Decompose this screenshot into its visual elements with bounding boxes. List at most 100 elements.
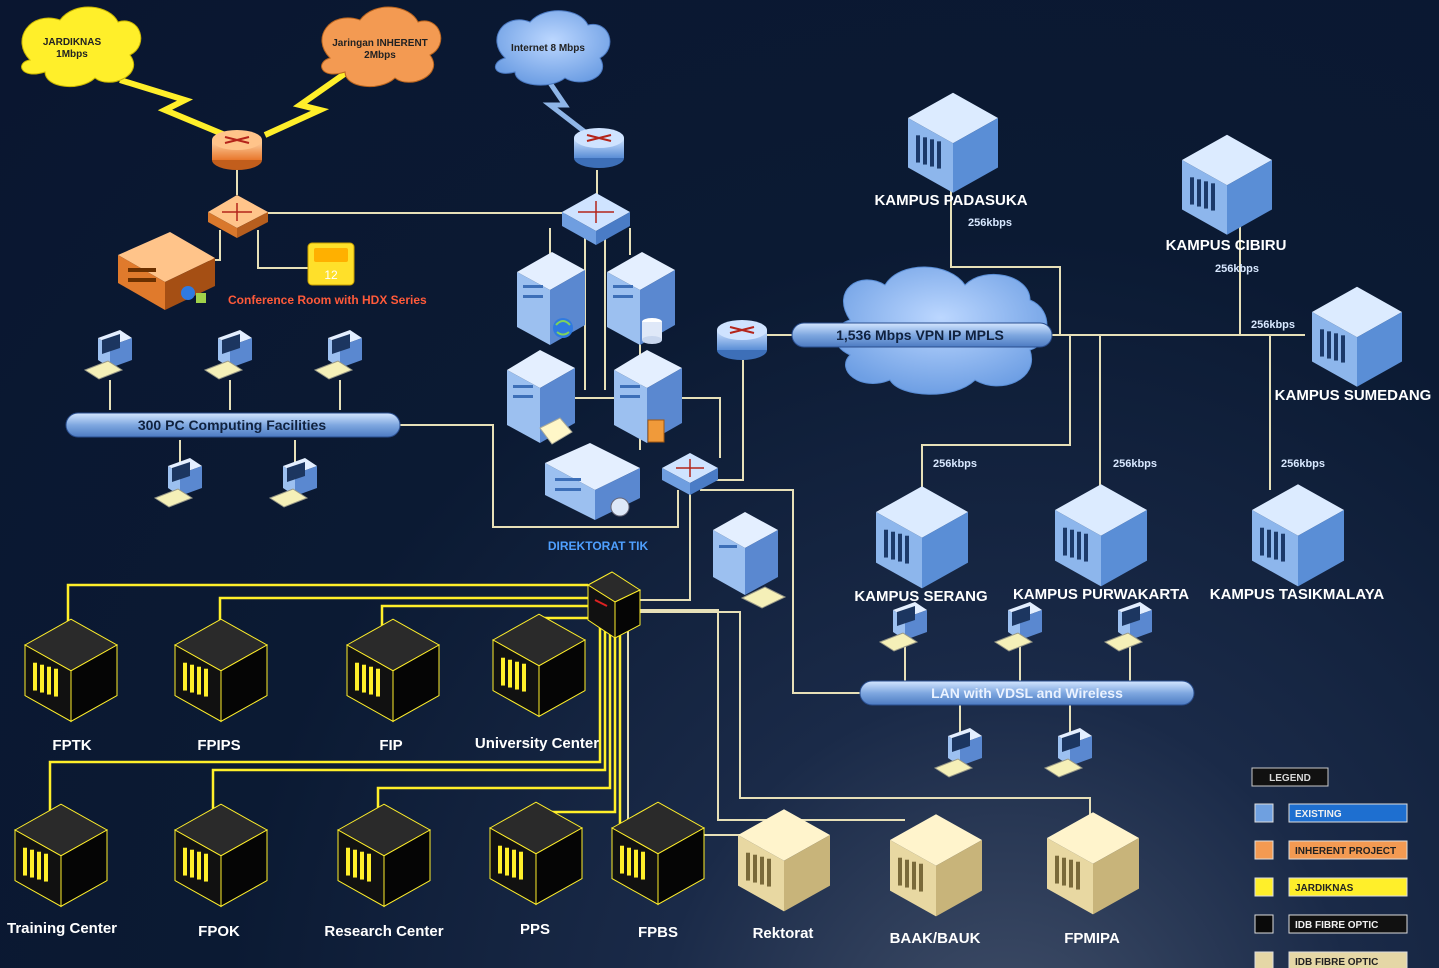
building-icon (23, 618, 119, 723)
web-server (517, 252, 585, 345)
building-name: Rektorat (753, 925, 814, 942)
legend-title: LEGEND (1269, 773, 1311, 784)
legend-swatch (1254, 803, 1274, 823)
workstation-pc (153, 458, 202, 508)
building-fpips: FPIPS (173, 618, 269, 754)
workstations (83, 330, 1152, 778)
workstation-pc (268, 458, 317, 508)
campus-speed: 256kbps (1113, 458, 1157, 470)
conference-server (118, 232, 215, 310)
campus-name: KAMPUS SERANG (854, 588, 987, 605)
campus-building-icon (1312, 286, 1402, 387)
workstation-pc (203, 330, 252, 380)
building-name: Training Center (7, 920, 117, 937)
workstation-pc (993, 602, 1042, 652)
building-pps: PPS (488, 801, 584, 938)
directorat-label: DIREKTORAT TIK (548, 539, 649, 553)
legend-item: EXISTING (1254, 803, 1408, 823)
campus-building-icon (876, 486, 968, 589)
building-name: FIP (379, 737, 402, 754)
inherent-router (212, 130, 262, 170)
legend-label: JARDIKNAS (1295, 883, 1354, 894)
building-name: University Center (475, 735, 599, 752)
fibre-switch (587, 571, 642, 639)
legend-swatch (1254, 914, 1274, 934)
building-icon (610, 801, 706, 906)
legend-label: EXISTING (1295, 809, 1342, 820)
campus-name: KAMPUS PADASUKA (874, 192, 1027, 209)
building-fpbs: FPBS (610, 801, 706, 941)
building-icon (173, 618, 269, 723)
building-icon (13, 803, 109, 908)
building-fip: FIP (345, 618, 441, 754)
building-icon (488, 801, 584, 906)
building-university-center: University Center (475, 613, 599, 752)
lan-server (713, 512, 787, 609)
building-fptk: FPTK (23, 618, 119, 754)
building-icon (173, 803, 269, 908)
workstation-pc (1103, 602, 1152, 652)
workstation-pc (878, 602, 927, 652)
building-icon (491, 613, 587, 718)
legend-item: JARDIKNAS (1254, 877, 1408, 897)
building-icon (1047, 812, 1139, 915)
campus-name: KAMPUS CIBIRU (1166, 237, 1287, 254)
lan-bar: LAN with VDSL and Wireless (859, 680, 1195, 706)
building-icon (890, 814, 982, 917)
campus-name: KAMPUS TASIKMALAYA (1210, 586, 1385, 603)
jardiknas-wireless-link (119, 77, 227, 138)
campus-name: KAMPUS SUMEDANG (1275, 387, 1432, 404)
building-name: FPIPS (197, 737, 240, 754)
legend: LEGEND EXISTING INHERENT PROJECT JARDIKNAS… (1251, 767, 1408, 968)
mail-server (507, 350, 575, 445)
pc-facilities-bar: 300 PC Computing Facilities (65, 412, 401, 438)
dmz-switch (662, 453, 718, 495)
building-icon (345, 618, 441, 723)
building-icon (336, 803, 432, 908)
building-name: FPTK (52, 737, 91, 754)
building-icon (738, 809, 830, 912)
campus-speed: 256kbps (968, 217, 1012, 229)
vpn-bar: 1,536 Mbps VPN IP MPLS (791, 322, 1053, 348)
legend-label: INHERENT PROJECT (1295, 846, 1396, 857)
inherent-wireless-link (263, 67, 352, 138)
legend-swatch (1254, 951, 1274, 968)
firewall-server (614, 350, 682, 443)
building-rektorat: Rektorat (738, 809, 830, 942)
workstation-pc (83, 330, 132, 380)
building-name: FPMIPA (1064, 930, 1120, 947)
vpn-label: 1,536 Mbps VPN IP MPLS (836, 327, 1004, 343)
legend-swatch (1254, 877, 1274, 897)
workstation-pc (1043, 728, 1092, 778)
legend-item: IDB FIBRE OPTIC (1254, 914, 1408, 934)
legend-swatch (1254, 840, 1274, 860)
campus-building-icon (1182, 134, 1272, 235)
conference-phone-icon: 12 (307, 242, 355, 286)
campus-building-icon (1055, 484, 1147, 587)
building-name: PPS (520, 921, 550, 938)
directorat-main-server (545, 443, 640, 520)
legend-item: INHERENT PROJECT (1254, 840, 1408, 860)
campus-kampus-padasuka: KAMPUS PADASUKA 256kbps (874, 92, 1028, 229)
legend-item: IDB FIBRE OPTIC (1254, 951, 1408, 968)
building-fpok: FPOK (173, 803, 269, 940)
building-fpmipa: FPMIPA (1047, 812, 1139, 947)
core-switch (562, 193, 630, 245)
campus-speed: 256kbps (1281, 458, 1325, 470)
pc-facilities-label: 300 PC Computing Facilities (138, 417, 326, 433)
building-research-center: Research Center (324, 803, 444, 940)
building-training-center: Training Center (7, 803, 117, 937)
database-server (607, 252, 675, 345)
